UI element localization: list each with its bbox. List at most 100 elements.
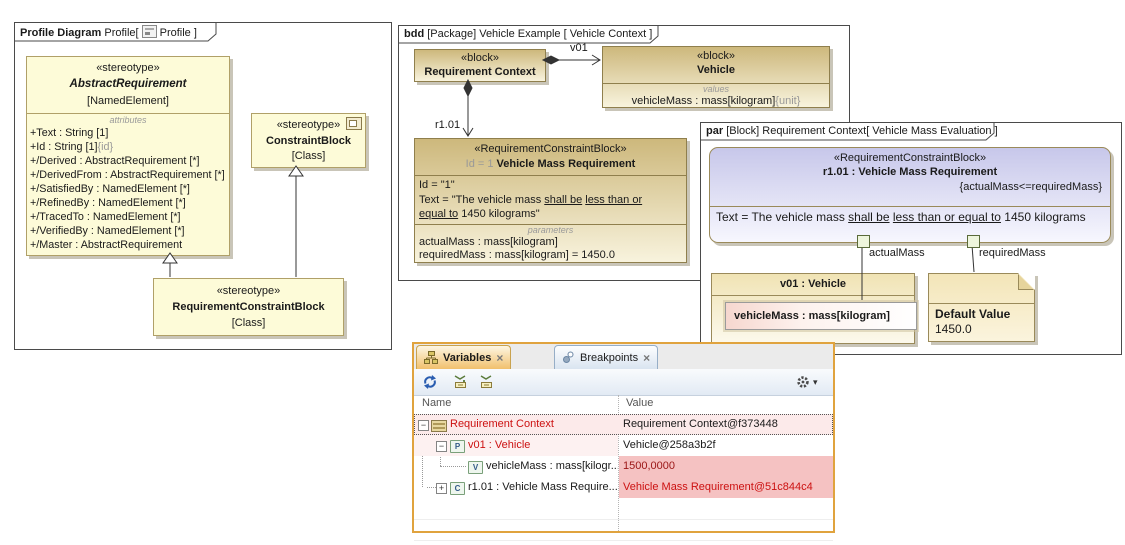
block-name: Vehicle Mass Requirement	[496, 158, 636, 170]
tab-close-button[interactable]: ×	[643, 350, 651, 365]
attributes-compartment: attributes +Text : String [1] +Id : Stri…	[27, 113, 229, 255]
default-value-note[interactable]: Default Value 1450.0	[928, 273, 1035, 342]
tree-cell-value: Vehicle@258a3b2f	[623, 439, 716, 451]
bdd-frame-title: [Package] Vehicle Example [ Vehicle Cont…	[427, 28, 653, 40]
stereotype-constraint-block[interactable]: «stereotype» ConstraintBlock [Class]	[251, 113, 366, 168]
requirement-text-line2: equal to 1450 kilograms"	[419, 207, 682, 222]
stereotype-name: RequirementConstraintBlock	[172, 301, 325, 313]
par-frame-kind: par	[706, 125, 724, 137]
requirement-id-line: Id = "1"	[419, 179, 455, 191]
value-property-vehiclemass[interactable]: vehicleMass : mass[kilogram]	[725, 302, 917, 330]
tree-connector	[440, 466, 466, 467]
attribute-row: +/TracedTo : NamedElement [*]	[27, 210, 229, 224]
refresh-button[interactable]	[422, 374, 438, 390]
tab-label: Variables	[443, 351, 492, 364]
breakpoints-icon	[563, 351, 574, 363]
note-title: Default Value	[935, 307, 1011, 321]
stereotype-name: ConstraintBlock	[266, 135, 351, 147]
tab-breakpoints[interactable]: Breakpoints ×	[554, 345, 659, 369]
table-row[interactable]: + C r1.01 : Vehicle Mass Require... Vehi…	[414, 477, 833, 498]
con-text-seg-underlined: less than or equal to	[892, 210, 1001, 224]
expander-collapse[interactable]: −	[436, 441, 447, 452]
attribute-text: +/VerifiedBy : NamedElement [*]	[30, 225, 185, 237]
stereotype-label: «block»	[697, 50, 735, 62]
bdd-frame-header: bdd [Package] Vehicle Example [ Vehicle …	[399, 26, 666, 40]
attribute-row: +/Master : AbstractRequirement	[27, 238, 229, 252]
profile-frame-ctx-pre: Profile[	[104, 27, 139, 39]
attribute-text: +/TracedTo : NamedElement [*]	[30, 211, 181, 223]
value-property-unit: {unit}	[775, 95, 801, 107]
variables-tree-icon	[424, 351, 438, 364]
value-property-text: vehicleMass : mass[kilogram]	[631, 95, 776, 107]
constraint-expression: {actualMass<=requiredMass}	[959, 181, 1102, 193]
variables-view-panel: Variables × Breakpoints ×	[412, 342, 835, 541]
par-frame-title: [Block] Requirement Context[ Vehicle Mas…	[726, 125, 998, 137]
attribute-text: +/SatisfiedBy : NamedElement [*]	[30, 183, 190, 195]
attribute-row: +/DerivedFrom : AbstractRequirement [*]	[27, 168, 229, 182]
constraint-name: r1.01 : Vehicle Mass Requirement	[822, 166, 998, 178]
table-row-empty	[414, 519, 833, 541]
view-menu-caret[interactable]: ▾	[813, 377, 818, 387]
par-frame-header: par [Block] Requirement Context[ Vehicle…	[701, 123, 1012, 137]
constraint-property-r1-01[interactable]: «RequirementConstraintBlock» r1.01 : Veh…	[709, 147, 1111, 243]
tab-close-button[interactable]: ×	[496, 350, 504, 365]
values-compartment: values vehicleMass : mass[kilogram]{unit…	[603, 83, 829, 107]
parameter-actualmass: actualMass : mass[kilogram]	[419, 236, 558, 248]
constraint-icon: C	[450, 482, 465, 495]
constraint-block-icon	[346, 117, 362, 130]
show-logical-structure-button[interactable]	[452, 374, 468, 390]
view-tab-bar: Variables × Breakpoints ×	[414, 344, 833, 370]
stereotype-abstract-requirement[interactable]: «stereotype» AbstractRequirement [NamedE…	[26, 56, 230, 256]
parameters-label: parameters	[527, 225, 574, 235]
attribute-text: +/DerivedFrom : AbstractRequirement [*]	[30, 169, 225, 181]
stereotype-label: «stereotype»	[216, 285, 281, 297]
block-vehicle-mass-requirement[interactable]: «RequirementConstraintBlock» Id = 1 Vehi…	[414, 138, 687, 263]
attribute-row: +Text : String [1]	[27, 126, 229, 140]
pin-label-requiredmass: requiredMass	[979, 247, 1046, 259]
stereotype-metaclass: [Class]	[291, 150, 326, 162]
expander-expand[interactable]: +	[436, 483, 447, 494]
parameter-pin-actualmass[interactable]	[857, 235, 870, 248]
part-v01-vehicle[interactable]: v01 : Vehicle vehicleMass : mass[kilogra…	[711, 273, 917, 344]
attribute-row: +/VerifiedBy : NamedElement [*]	[27, 224, 229, 238]
parameters-compartment: parameters actualMass : mass[kilogram] r…	[415, 224, 686, 262]
attributes-label: attributes	[109, 115, 147, 125]
expander-collapse[interactable]: −	[418, 420, 429, 431]
req-text-seg-underlined: less than or	[585, 193, 643, 206]
tree-cell-name: + C r1.01 : Vehicle Mass Require...	[414, 477, 618, 498]
tab-label: Breakpoints	[580, 351, 639, 364]
stereotype-label: «stereotype»	[276, 119, 341, 131]
attribute-text: +/Master : AbstractRequirement	[30, 239, 183, 251]
con-text-seg: 1450 kilograms	[1000, 210, 1086, 224]
profile-frame-header: Profile Diagram Profile[Profile ]	[15, 23, 211, 39]
req-text-seg: 1450 kilograms"	[458, 208, 540, 220]
table-row[interactable]: − P v01 : Vehicle Vehicle@258a3b2f	[414, 435, 833, 456]
block-vehicle[interactable]: «block» Vehicle values vehicleMass : mas…	[602, 46, 830, 108]
profile-frame-ctx-post: Profile ]	[159, 27, 197, 39]
profile-diagram-icon	[141, 25, 157, 38]
column-header-name[interactable]: Name	[422, 397, 452, 409]
block-instance-icon	[431, 420, 447, 432]
block-name-line: Id = 1 Vehicle Mass Requirement	[415, 157, 686, 172]
parameter-pin-requiredmass[interactable]	[967, 235, 980, 248]
tab-variables[interactable]: Variables ×	[416, 345, 512, 369]
value-property: vehicleMass : mass[kilogram]{unit}	[603, 95, 829, 107]
tree-cell-name: − Requirement Context	[414, 414, 618, 435]
req-text-seg: Text = "The vehicle mass	[419, 193, 545, 206]
block-name: Requirement Context	[424, 66, 536, 78]
tree-connector	[422, 429, 423, 487]
view-menu-gear-icon[interactable]	[796, 375, 812, 391]
stereotype-name: AbstractRequirement	[69, 78, 187, 90]
constraint-text: Text = The vehicle mass shall be less th…	[710, 206, 1110, 242]
table-row[interactable]: V vehicleMass : mass[kilogr... 1500,0000	[414, 456, 833, 477]
column-header-value[interactable]: Value	[626, 397, 654, 409]
stereotype-label: «RequirementConstraintBlock»	[474, 143, 627, 155]
stereotype-label: «stereotype»	[96, 62, 160, 74]
req-text-seg-underlined: equal to	[419, 208, 459, 220]
block-requirement-context[interactable]: «block» Requirement Context	[414, 49, 546, 82]
column-divider[interactable]	[618, 395, 619, 531]
table-row[interactable]: − Requirement Context Requirement Contex…	[414, 414, 833, 435]
collapse-all-button[interactable]	[478, 374, 494, 390]
stereotype-requirement-constraint-block[interactable]: «stereotype» RequirementConstraintBlock …	[153, 278, 344, 336]
